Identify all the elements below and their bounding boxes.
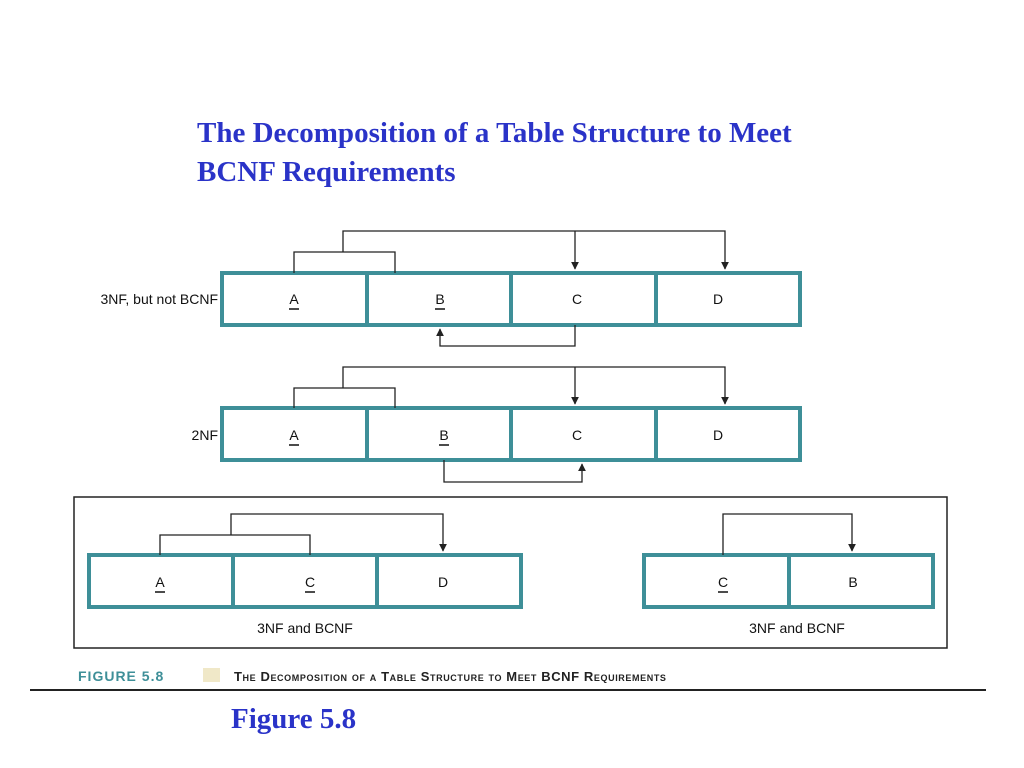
cell-c — [231, 553, 379, 609]
cell-b — [787, 553, 935, 609]
cell-c-label: C — [718, 574, 728, 590]
dependency-bracket — [293, 387, 396, 408]
table-3nf-not-bcnf: 3NF, but not BCNF A B C D — [101, 230, 802, 347]
slide-title-line-2: BCNF Requirements — [197, 156, 456, 188]
caption-left: 3NF and BCNF — [257, 620, 353, 636]
figure-caption-bar: FIGURE 5.8 The Decomposition of a Table … — [30, 668, 986, 691]
figure-label: FIGURE 5.8 — [78, 668, 164, 684]
dependency-arrow-b-to-c — [443, 460, 586, 483]
cell-c — [509, 406, 658, 462]
cell-d-label: D — [438, 574, 448, 590]
cell-b-label: B — [435, 291, 444, 307]
figure-caption: The Decomposition of a Table Structure t… — [234, 669, 667, 684]
cells-2nf — [220, 406, 802, 462]
cell-c-label: C — [572, 291, 582, 307]
cell-a-label: A — [155, 574, 165, 590]
cell-a-label: A — [289, 291, 299, 307]
row-label-2nf: 2NF — [192, 427, 218, 443]
dependency-bracket — [159, 534, 311, 555]
decomposition-frame — [73, 496, 948, 649]
figure-number: Figure 5.8 — [231, 703, 357, 735]
cell-b-label: B — [439, 427, 448, 443]
table-acd: A C D 3NF and BCNF — [87, 513, 523, 636]
cell-d — [654, 406, 802, 462]
dependency-arrow-c-to-b — [722, 513, 856, 555]
dependency-arrow-ac-to-d — [230, 513, 447, 552]
dependency-arrow-ab-to-c-d — [342, 366, 729, 405]
cell-a-label: A — [289, 427, 299, 443]
cells-3nf-not-bcnf — [220, 271, 802, 327]
cell-d — [654, 271, 802, 327]
table-cb: C B 3NF and BCNF — [642, 513, 935, 636]
cell-b-label: B — [848, 574, 857, 590]
dependency-arrow-c-to-b — [436, 325, 576, 347]
cell-d-label: D — [713, 427, 723, 443]
cell-a — [87, 553, 235, 609]
cell-c-label: C — [572, 427, 582, 443]
cell-b — [365, 406, 514, 462]
dependency-arrow-ab-to-c-d — [342, 230, 729, 270]
cell-d — [375, 553, 523, 609]
figure-label-box — [203, 668, 220, 682]
row-label-3nf-not-bcnf: 3NF, but not BCNF — [101, 291, 219, 307]
table-2nf: 2NF A B C D — [192, 366, 802, 483]
cell-c — [509, 271, 658, 327]
slide-title: The Decomposition of a Table Structure t… — [197, 114, 957, 192]
cell-d-label: D — [713, 291, 723, 307]
dependency-bracket — [293, 251, 396, 273]
cell-c-label: C — [305, 574, 315, 590]
caption-right: 3NF and BCNF — [749, 620, 845, 636]
slide-title-line-1: The Decomposition of a Table Structure t… — [197, 117, 792, 149]
cell-c — [642, 553, 791, 609]
